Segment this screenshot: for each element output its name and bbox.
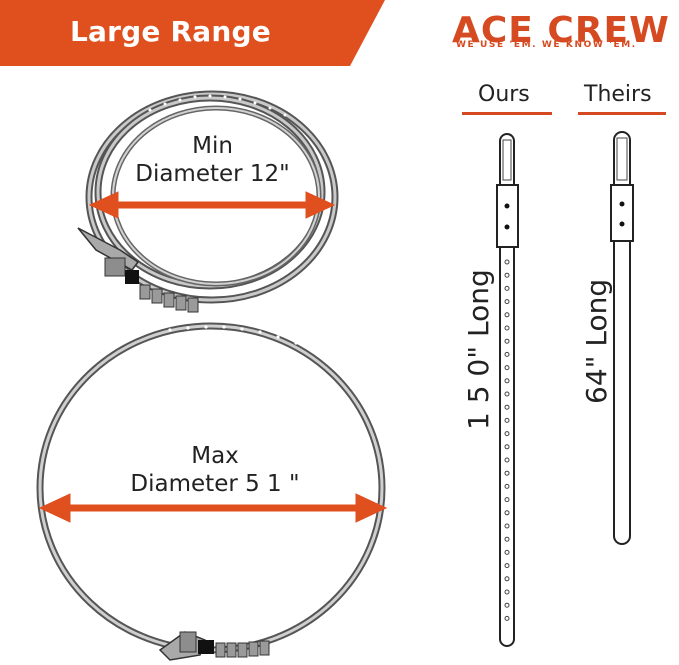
strap-hole <box>504 602 510 608</box>
strap-hole <box>504 497 510 503</box>
strap-hole <box>504 338 510 344</box>
ours-strap <box>496 133 519 647</box>
banner-title: Large Range <box>70 15 271 48</box>
large-hose-clamp <box>36 322 386 661</box>
max-label-line1: Max <box>191 443 239 469</box>
column-heading-ours: Ours <box>478 82 530 107</box>
ours-length-label: 1 5 0" Long <box>462 269 495 430</box>
large-clamp-latch <box>158 631 270 661</box>
min-label-line2: Diameter 12" <box>135 161 290 187</box>
strap-hole <box>504 417 510 423</box>
strap-hole <box>504 365 510 371</box>
min-diameter-arrow <box>88 191 336 219</box>
small-clamp-latch <box>77 227 199 313</box>
column-underline-ours <box>462 112 552 115</box>
strap-hole <box>504 510 510 516</box>
strap-hole <box>504 325 510 331</box>
strap-hole <box>504 444 510 450</box>
max-label-line2: Diameter 5 1 " <box>130 471 300 497</box>
strap-hole <box>504 431 510 437</box>
strap-hole <box>504 470 510 476</box>
strap-hole <box>504 615 510 621</box>
strap-hole <box>504 523 510 529</box>
strap-hole <box>504 483 510 489</box>
strap-hole <box>504 391 510 397</box>
brand-tagline: WE USE 'EM. WE KNOW 'EM. <box>456 40 637 50</box>
strap-hole <box>504 272 510 278</box>
banner: Large Range <box>0 0 385 66</box>
column-underline-theirs <box>578 112 666 115</box>
strap-hole <box>504 351 510 357</box>
min-label-line1: Min <box>192 133 233 159</box>
max-diameter-label: Max Diameter 5 1 " <box>90 442 340 498</box>
strap-hole <box>504 285 510 291</box>
theirs-length-label: 64" Long <box>580 278 613 404</box>
strap-hole <box>504 457 510 463</box>
strap-hole <box>504 589 510 595</box>
strap-hole <box>504 536 510 542</box>
banner-shape <box>0 0 385 66</box>
strap-hole <box>504 576 510 582</box>
strap-hole <box>504 404 510 410</box>
strap-hole <box>504 563 510 569</box>
strap-hole <box>504 549 510 555</box>
theirs-strap <box>610 131 634 545</box>
brand-logo: ACE CREW <box>452 10 670 51</box>
strap-hole <box>504 378 510 384</box>
max-diameter-arrow <box>38 493 388 523</box>
strap-hole <box>504 299 510 305</box>
strap-hole <box>504 312 510 318</box>
strap-hole <box>504 259 510 265</box>
column-heading-theirs: Theirs <box>584 82 652 107</box>
min-diameter-label: Min Diameter 12" <box>100 132 325 188</box>
